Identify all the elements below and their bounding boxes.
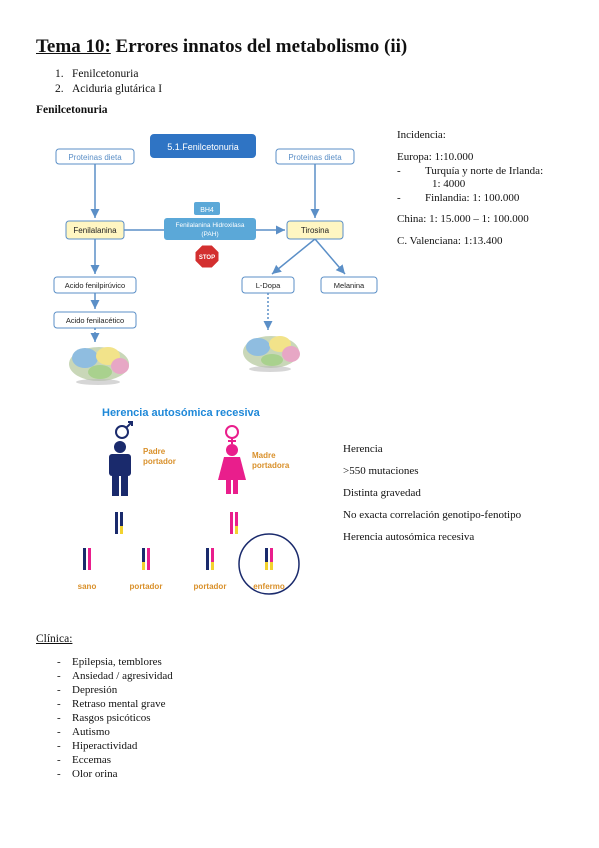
tirosina-label: Tirosina xyxy=(301,226,330,235)
inheritance-title: Herencia autosómica recesiva xyxy=(102,407,261,419)
stop-sign-icon xyxy=(194,244,220,269)
incidencia-valenciana: C. Valenciana: 1:13.400 xyxy=(397,235,503,247)
clinica-item-label: Autismo xyxy=(72,726,110,738)
clinica-item: -Olor orina xyxy=(57,768,118,780)
dash: - xyxy=(57,754,61,766)
dash: - xyxy=(57,712,61,724)
padre-chromosomes xyxy=(115,512,123,534)
child-portador2-chromosomes xyxy=(206,548,214,570)
clinica-item-label: Rasgos psicóticos xyxy=(72,712,151,724)
proteinas-right-label: Proteinas dieta xyxy=(288,153,342,162)
arrow-tir-ldopa xyxy=(271,238,316,275)
bh4-box xyxy=(194,202,220,215)
clinica-item-label: Olor orina xyxy=(72,768,118,780)
child-sano-chromosomes xyxy=(83,548,91,570)
incidencia-turquia-value: 1: 4000 xyxy=(432,178,466,190)
child-label-sano: sano xyxy=(78,582,97,591)
incidencia-china: China: 1: 15.000 – 1: 100.000 xyxy=(397,213,529,225)
dash: - xyxy=(397,192,401,204)
madre-chromosomes xyxy=(230,512,238,534)
herencia-note: No exacta correlación genotipo-fenotipo xyxy=(343,509,522,521)
child-label-portador: portador xyxy=(130,582,163,591)
dash: - xyxy=(397,165,401,177)
herencia-note: Herencia autosómica recesiva xyxy=(343,531,475,543)
enzyme-line1: Fenilalanina Hidroxilasa xyxy=(175,222,244,229)
child-portador1-chromosomes xyxy=(142,548,150,570)
dash: - xyxy=(57,768,61,780)
toc-number: 1. xyxy=(55,68,64,80)
finlandia-text: Finlandia: 1: 100.000 xyxy=(425,192,520,204)
female-figure-icon xyxy=(218,425,246,494)
herencia-note: Distinta gravedad xyxy=(343,487,421,499)
arrow-tir-melanina xyxy=(314,238,346,275)
child-label-enfermo: enfermo xyxy=(253,582,285,591)
dash: - xyxy=(57,740,61,752)
padre-line1: Padre xyxy=(143,447,166,456)
clinica-item: -Ansiedad / agresividad xyxy=(57,670,173,682)
clinica-item: -Retraso mental grave xyxy=(57,698,165,710)
dash: - xyxy=(57,684,61,696)
toc-label: Aciduria glutárica I xyxy=(72,83,163,95)
turquia-text: Turquía y norte de Irlanda: xyxy=(425,165,544,177)
clinica-item-label: Eccemas xyxy=(72,754,112,766)
clinica-heading: Clínica: xyxy=(36,633,73,645)
section-heading: Fenilcetonuria xyxy=(36,104,108,116)
herencia-note: >550 mutaciones xyxy=(343,465,419,477)
pathway-diagram: 5.1.Fenilcetonuria Proteinas dieta Prote… xyxy=(53,134,378,385)
madre-line1: Madre xyxy=(252,451,276,460)
child-enfermo-chromosomes xyxy=(265,548,273,570)
brain-left-icon xyxy=(69,347,129,385)
toc-item-2: 2. Aciduria glutárica I xyxy=(55,83,162,95)
bh4-label: BH4 xyxy=(200,207,214,214)
toc-label: Fenilcetonuria xyxy=(72,68,139,80)
dash: - xyxy=(57,726,61,738)
toc-item-1: 1. Fenilcetonuria xyxy=(55,68,138,80)
page-title: Tema 10: Errores innatos del metabolismo… xyxy=(36,36,407,58)
proteinas-left-label: Proteinas dieta xyxy=(68,153,122,162)
title-box-label: 5.1.Fenilcetonuria xyxy=(167,142,239,152)
enzyme-box xyxy=(164,218,256,240)
child-label-portador: portador xyxy=(194,582,227,591)
clinica-item: -Depresión xyxy=(57,684,117,696)
dash: - xyxy=(57,698,61,710)
melanina-label: Melanina xyxy=(334,281,365,290)
incidencia-turquia: - Turquía y norte de Irlanda: xyxy=(397,165,543,177)
clinica-item: -Eccemas xyxy=(57,754,111,766)
dash: - xyxy=(57,656,61,668)
title-number: Tema 10: xyxy=(36,36,111,57)
melanina-box xyxy=(320,276,378,294)
ldopa-label: L-Dopa xyxy=(256,281,281,290)
dash: - xyxy=(57,670,61,682)
clinica-item: -Hiperactividad xyxy=(57,740,137,752)
incidencia-europa: Europa: 1:10.000 xyxy=(397,151,474,163)
clinica-item-label: Depresión xyxy=(72,684,118,696)
male-figure-icon xyxy=(109,421,133,496)
clinica-item: -Autismo xyxy=(57,726,110,738)
affected-circle xyxy=(238,533,300,595)
clinica-item: -Epilepsia, temblores xyxy=(57,656,162,668)
toc-number: 2. xyxy=(55,83,64,95)
clinica-item-label: Retraso mental grave xyxy=(72,698,166,710)
clinica-item: -Rasgos psicóticos xyxy=(57,712,151,724)
piruvico-label: Acido fenilpirúvico xyxy=(65,281,125,290)
enzyme-line2: (PAH) xyxy=(201,231,218,238)
clinica-item-label: Ansiedad / agresividad xyxy=(72,670,173,682)
stop-label: STOP xyxy=(199,255,215,261)
padre-line2: portador xyxy=(143,457,176,466)
incidencia-heading: Incidencia: xyxy=(397,129,446,141)
clinica-item-label: Hiperactividad xyxy=(72,740,138,752)
title-box xyxy=(150,134,256,158)
fenilalanina-label: Fenilalanina xyxy=(73,226,117,235)
madre-line2: portadora xyxy=(252,461,290,470)
incidencia-finlandia: - Finlandia: 1: 100.000 xyxy=(397,192,519,204)
acetico-label: Acido fenilacético xyxy=(66,316,124,325)
brain-right-icon xyxy=(243,336,300,372)
clinica-item-label: Epilepsia, temblores xyxy=(72,656,162,668)
title-text: Errores innatos del metabolismo (ii) xyxy=(110,36,408,57)
herencia-note: Herencia xyxy=(343,443,383,455)
inheritance-diagram: Herencia autosómica recesiva Padre porta… xyxy=(78,407,300,595)
